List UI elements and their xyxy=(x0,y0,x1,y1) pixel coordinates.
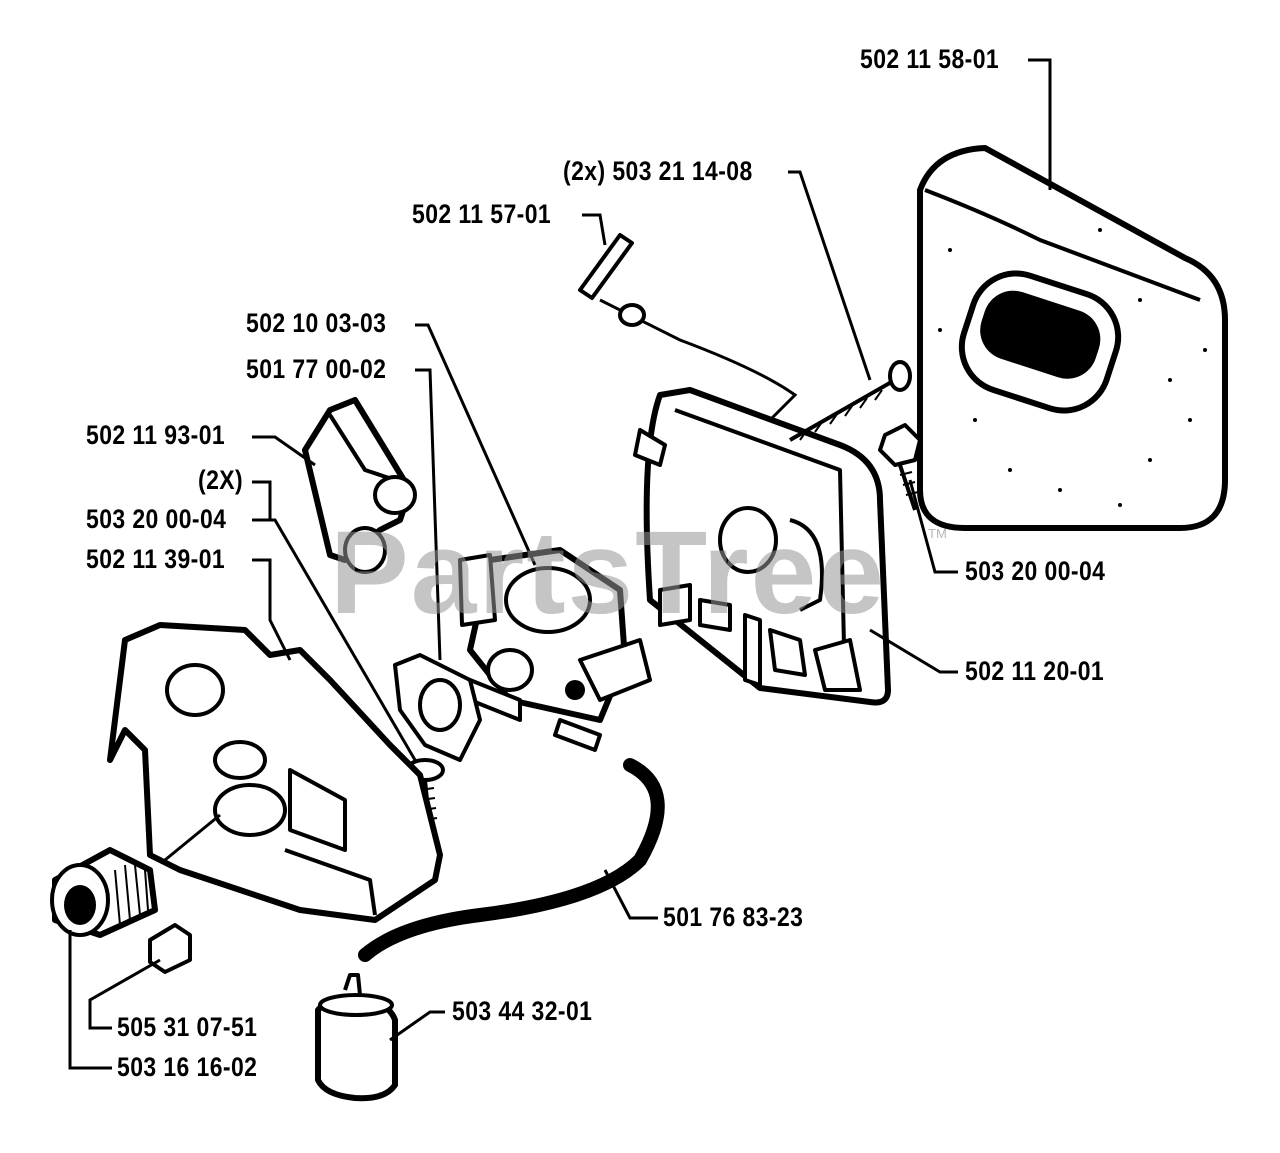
label-intake-boot[interactable]: 502 11 93-01 xyxy=(86,420,226,450)
label-carb-gasket[interactable]: 501 77 00-02 xyxy=(246,354,387,384)
label-filter-screws[interactable]: (2x) 503 21 14-08 xyxy=(563,156,753,186)
label-screw-quantity: (2X) xyxy=(198,465,244,495)
label-carburetor[interactable]: 502 10 03-03 xyxy=(246,308,387,338)
intake-boot-drawing xyxy=(302,397,417,574)
carb-gasket-drawing xyxy=(393,653,482,762)
label-plug[interactable]: 503 16 16-02 xyxy=(117,1052,258,1082)
trademark-mark: TM xyxy=(928,526,947,541)
choke-rod-drawing xyxy=(578,233,798,422)
watermark: PartsTree xyxy=(330,507,886,639)
carburetor-drawing xyxy=(458,547,652,752)
plug-drawing xyxy=(50,847,158,938)
long-screw-drawing xyxy=(789,360,912,442)
label-carb-housing[interactable]: 502 11 39-01 xyxy=(86,544,226,574)
label-choke-rod[interactable]: 502 11 57-01 xyxy=(412,199,552,229)
label-grommet[interactable]: 505 31 07-51 xyxy=(117,1012,258,1042)
label-screw-right[interactable]: 503 20 00-04 xyxy=(965,556,1106,586)
fuel-filter-drawing xyxy=(315,973,398,1102)
fuel-hose-drawing xyxy=(358,758,665,962)
label-fuel-hose[interactable]: 501 76 83-23 xyxy=(663,902,804,932)
carb-housing-drawing xyxy=(107,622,443,923)
label-fuel-filter[interactable]: 503 44 32-01 xyxy=(452,996,593,1026)
label-air-filter[interactable]: 502 11 58-01 xyxy=(860,44,1000,74)
grommet-drawing xyxy=(148,923,192,974)
leader-lines xyxy=(68,58,1052,1070)
short-screw-right-drawing xyxy=(878,423,922,511)
filter-holder-drawing xyxy=(633,387,891,706)
air-filter-drawing xyxy=(917,145,1228,531)
label-filter-holder[interactable]: 502 11 20-01 xyxy=(965,656,1105,686)
label-screw-left[interactable]: 503 20 00-04 xyxy=(86,504,227,534)
